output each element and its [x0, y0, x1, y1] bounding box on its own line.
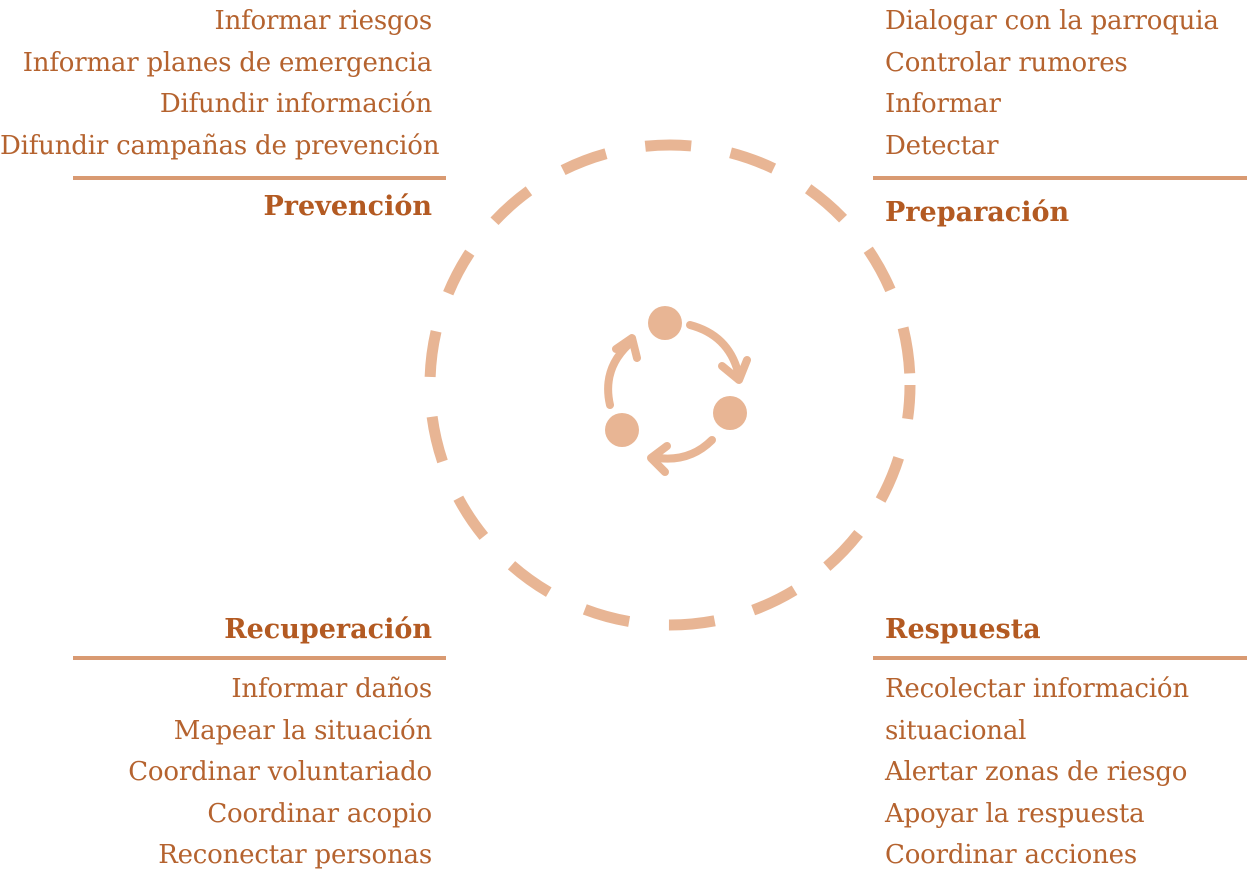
list-item: Mapear la situación	[173, 715, 432, 746]
prevencion-list: Informar riesgos Informar planes de emer…	[0, 0, 440, 167]
quadrant-recuperacion: Recuperación Informar daños Mapear la si…	[0, 612, 446, 877]
list-item: Informar planes de emergencia	[22, 47, 432, 78]
list-item: Detectar	[885, 130, 999, 161]
quadrant-respuesta: Respuesta Recolectar información situaci…	[873, 612, 1247, 877]
preparacion-heading: Preparación	[885, 197, 1070, 228]
dashed-ring	[424, 139, 916, 631]
quadrant-preparacion: Dialogar con la parroquia Controlar rumo…	[873, 0, 1247, 228]
recuperacion-list: Informar daños Mapear la situación Coord…	[0, 669, 432, 877]
cycle-node-left	[605, 413, 639, 447]
list-item: Alertar zonas de riesgo	[885, 757, 1188, 787]
list-item: Informar	[885, 89, 1001, 119]
divider	[73, 656, 446, 660]
cycle-node-top	[648, 306, 682, 340]
recuperacion-heading: Recuperación	[224, 614, 432, 645]
cycle-arrowhead-bottom	[647, 442, 671, 476]
list-item: situacional	[885, 715, 1027, 746]
divider	[873, 176, 1247, 180]
quadrant-prevencion: Informar riesgos Informar planes de emer…	[0, 0, 446, 222]
cycle-arc-left-top	[604, 341, 632, 409]
list-item: Recolectar información	[885, 674, 1189, 704]
cycle-node-right	[713, 396, 747, 430]
list-item: Informar riesgos	[214, 6, 433, 36]
preparacion-list: Dialogar con la parroquia Controlar rumo…	[885, 0, 1247, 167]
cycle-icon	[604, 306, 751, 476]
list-item: Difundir campañas de prevención	[0, 130, 440, 161]
list-item: Informar daños	[231, 674, 432, 704]
divider	[873, 656, 1247, 660]
cycle-arrowhead-left	[612, 334, 641, 362]
list-item: Controlar rumores	[885, 47, 1128, 78]
list-item: Apoyar la respuesta	[885, 798, 1145, 829]
list-item: Coordinar acciones	[885, 840, 1137, 870]
respuesta-list: Recolectar información situacional Alert…	[885, 669, 1247, 877]
list-item: Difundir información	[159, 89, 432, 119]
divider	[73, 176, 446, 180]
cycle-arrowhead-right	[718, 356, 751, 384]
cycle-arc-right-left	[654, 436, 716, 463]
list-item: Reconectar personas	[158, 840, 432, 870]
list-item: Coordinar voluntariado	[128, 757, 432, 787]
prevencion-heading: Prevención	[263, 191, 432, 222]
respuesta-heading: Respuesta	[885, 614, 1041, 645]
list-item: Dialogar con la parroquia	[885, 6, 1219, 36]
cycle-arc-top-right	[686, 321, 742, 376]
list-item: Coordinar acopio	[207, 798, 432, 829]
